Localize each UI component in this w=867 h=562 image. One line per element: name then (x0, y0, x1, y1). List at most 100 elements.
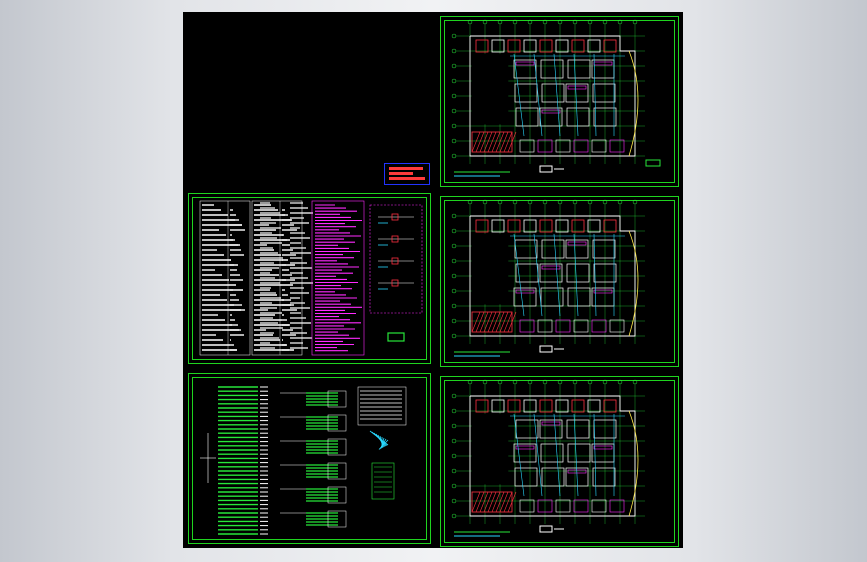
room (567, 287, 591, 307)
room (475, 39, 489, 53)
room (591, 59, 615, 79)
room (603, 39, 617, 53)
room (540, 59, 564, 79)
axis-bubble (602, 199, 608, 205)
axis-bubble (617, 19, 623, 25)
room (573, 499, 589, 513)
room (475, 219, 489, 233)
axis-bubble (527, 19, 533, 25)
axis-bubble (587, 19, 593, 25)
room (603, 219, 617, 233)
sheet-frame-plan-2[interactable] (440, 196, 679, 367)
room (592, 239, 616, 259)
room (555, 39, 569, 53)
notes-table (199, 200, 251, 356)
axis-bubble (451, 303, 457, 309)
room (571, 399, 585, 413)
hatch (495, 311, 505, 333)
axis-bubble (451, 513, 457, 519)
sheet-frame-plan-1[interactable] (440, 16, 679, 187)
axis-bubble (451, 453, 457, 459)
axis-bubble (512, 199, 518, 205)
room (555, 399, 569, 413)
plan-title (539, 165, 553, 173)
axis-bubble (451, 48, 457, 54)
room (519, 139, 535, 153)
pipe-line (573, 233, 579, 317)
hatch (507, 491, 517, 513)
hatch (475, 491, 485, 513)
room (587, 399, 601, 413)
room (513, 59, 537, 79)
legend-symbol (391, 257, 399, 265)
building-outline (469, 395, 636, 517)
room-fixture (541, 109, 561, 114)
room (537, 499, 553, 513)
sheet-frame-diagram[interactable] (188, 373, 431, 544)
axis-bubble (497, 19, 503, 25)
axis-bubble (467, 379, 473, 385)
room (571, 39, 585, 53)
hatch (503, 491, 513, 513)
axis-bubble (602, 19, 608, 25)
hatch (491, 311, 501, 333)
room (540, 443, 564, 463)
room (609, 319, 625, 333)
axis-bubble (587, 379, 593, 385)
pipe-line (553, 53, 561, 137)
room (491, 39, 505, 53)
axis-bubble (451, 123, 457, 129)
room (507, 399, 521, 413)
notes-magenta-block (311, 200, 365, 356)
room (591, 319, 607, 333)
hatch (471, 491, 481, 513)
room (514, 83, 538, 103)
room (507, 39, 521, 53)
notes-title (387, 332, 405, 342)
axis-bubble (497, 379, 503, 385)
axis-bubble (512, 19, 518, 25)
facade-curve (628, 50, 639, 157)
axis-bubble (451, 228, 457, 234)
room (541, 239, 565, 259)
room (555, 499, 571, 513)
room (567, 443, 591, 463)
detail-box (371, 462, 395, 500)
branch-box (327, 390, 347, 408)
diagram-table (357, 386, 407, 426)
axis-bubble (557, 199, 563, 205)
hatch (499, 311, 509, 333)
room (513, 443, 537, 463)
axis-bubble (451, 93, 457, 99)
room (591, 139, 607, 153)
room (537, 139, 553, 153)
axis-bubble (557, 19, 563, 25)
axis-bubble (587, 199, 593, 205)
sheet-frame-notes[interactable] (188, 193, 431, 364)
pipe-line (573, 53, 579, 137)
room (567, 59, 591, 79)
axis-bubble (451, 243, 457, 249)
axis-bubble (542, 19, 548, 25)
room (514, 467, 538, 487)
plan-label (645, 159, 661, 167)
axis-bubble (572, 199, 578, 205)
pipe-line (573, 413, 579, 497)
pipe-line (593, 233, 597, 317)
axis-bubble (451, 78, 457, 84)
room-fixture (515, 289, 535, 294)
sheet-frame-plan-3[interactable] (440, 376, 679, 547)
room-fixture (541, 421, 561, 426)
legend-symbol (391, 235, 399, 243)
room (541, 83, 565, 103)
plan-title (539, 525, 553, 533)
branch-box (327, 486, 347, 504)
drawing-sheet[interactable] (183, 12, 683, 548)
axis-bubble (451, 138, 457, 144)
hatch (483, 491, 493, 513)
room-fixture (541, 265, 561, 270)
room (573, 139, 589, 153)
branch-box (327, 438, 347, 456)
courtyard (471, 53, 509, 125)
